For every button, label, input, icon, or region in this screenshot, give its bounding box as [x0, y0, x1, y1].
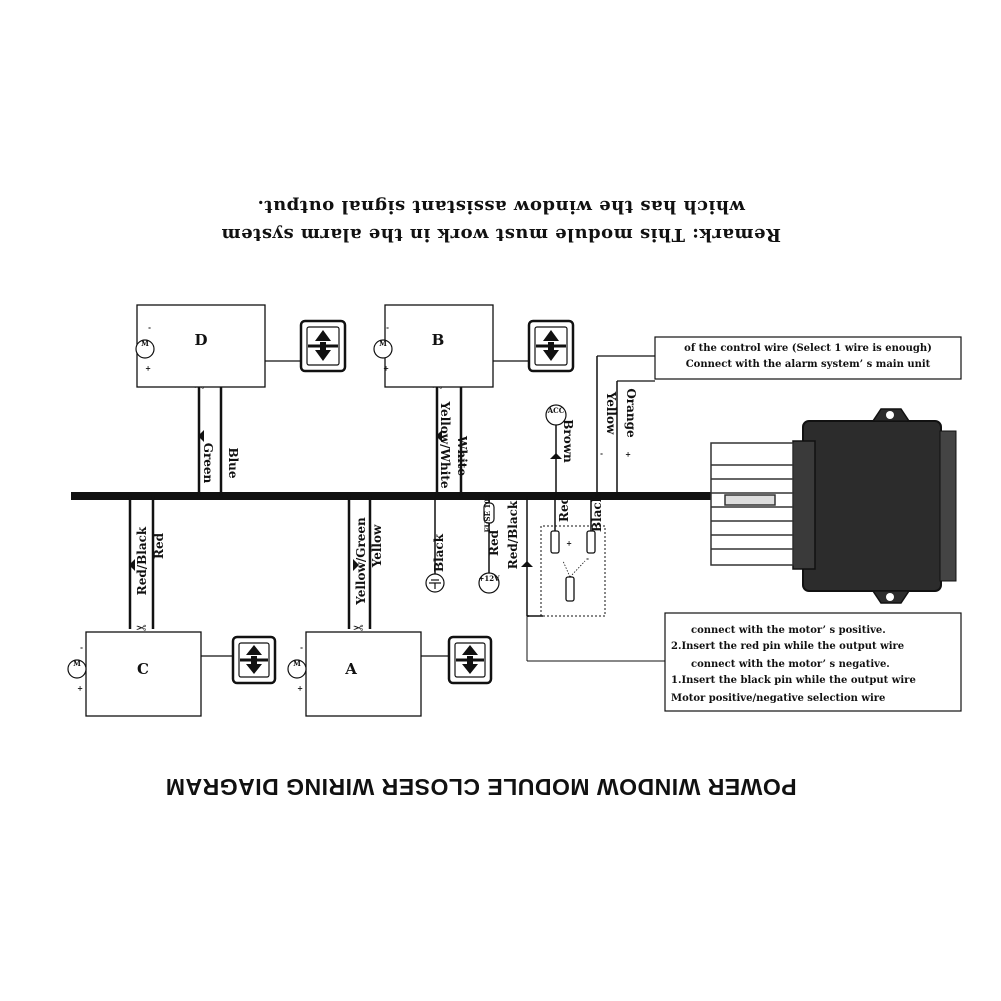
- wire-arrow: [353, 559, 359, 571]
- alarm-note-line1: Connect with the alarm system’ s main un…: [686, 359, 931, 370]
- motor-note-line3: connect with the motor’ s negative.: [691, 659, 890, 670]
- diagram-title: POWER WINDOW MODULE CLOSER WIRING DIAGRA…: [165, 774, 796, 800]
- pin-plus: +: [566, 539, 572, 548]
- window-letter-a: A: [344, 660, 357, 678]
- wire-label-d-right: Blue: [226, 447, 240, 478]
- pin-minus: -: [586, 555, 589, 564]
- wire-arrow: [436, 430, 442, 442]
- power-wire: FUSE 10A Red +12V: [478, 493, 501, 594]
- motor-note-box: Motor positive/negative selection wire 1…: [526, 612, 962, 712]
- motor-note-line4: 2.Insert the red pin while the output wi…: [671, 641, 904, 652]
- window-letter-b: B: [432, 331, 445, 349]
- alarm-note-line2: of the control wire (Select 1 wire is en…: [684, 343, 932, 354]
- motor-plus: +: [383, 364, 389, 373]
- remark: Remark: This module must work in the ala…: [221, 196, 781, 245]
- window-b-branch: Yellow/White White ✂ B M + -: [373, 304, 575, 496]
- ctrl-plus: +: [625, 450, 631, 459]
- fuse-icon: [483, 502, 495, 524]
- power-icon: [478, 572, 500, 594]
- wire-arrow: [198, 430, 204, 442]
- wire-label-brown: Brown: [561, 419, 575, 463]
- motor-note-line5: connect with the motor’ s positive.: [691, 625, 886, 636]
- motor-note-line2: 1.Insert the black pin while the output …: [671, 675, 916, 686]
- ctrl-minus: -: [600, 450, 603, 459]
- motor-plus: +: [77, 684, 83, 693]
- red-black-wire: Red/Black: [506, 496, 533, 617]
- motor-minus: -: [148, 324, 151, 333]
- acc-icon: [545, 404, 567, 426]
- window-c-branch: Red/Black Red ✂ C M + -: [67, 496, 277, 717]
- wire-arrow: [521, 561, 533, 567]
- remark-line2: which has the window assistant signal ou…: [257, 196, 746, 217]
- wire-label-a-right: Yellow: [370, 524, 384, 568]
- wire-label-red-power: Red: [487, 529, 501, 556]
- motor-minus: -: [80, 644, 83, 653]
- motor-minus: -: [300, 644, 303, 653]
- motor-icon-a: [287, 659, 307, 679]
- motor-icon-b: [373, 339, 393, 359]
- motor-label-d: M: [141, 339, 149, 348]
- wire-label-b-left: Yellow/White: [438, 401, 452, 489]
- wire-label-c-left: Red/Black: [135, 526, 149, 595]
- acc-label: ACC: [547, 406, 565, 415]
- window-box-a: [305, 631, 422, 717]
- alarm-control-wires: Yellow Orange - +: [596, 355, 655, 496]
- motor-plus: +: [297, 684, 303, 693]
- ground-wire: Black: [425, 496, 446, 593]
- module-connector: [710, 442, 794, 566]
- wire-label-orange-ctrl: Orange: [624, 388, 638, 438]
- polarity-selector: Red Black + -: [527, 493, 606, 617]
- power-label: +12V: [478, 574, 500, 583]
- motor-note-line1: Motor positive/negative selection wire: [671, 693, 885, 704]
- alarm-note-box: Connect with the alarm system’ s main un…: [654, 336, 962, 380]
- closer-module: [710, 408, 957, 604]
- motor-icon-d: [135, 339, 155, 359]
- window-box-b: [384, 304, 494, 388]
- wire-arrow: [129, 559, 135, 571]
- cut-mark: ✂: [135, 619, 146, 634]
- window-d-branch: Green Blue ✂ D M + -: [135, 304, 347, 496]
- window-box-d: [136, 304, 266, 388]
- wire-label-a-left: Yellow/Green: [354, 517, 368, 606]
- motor-label-c: M: [73, 659, 81, 668]
- motor-icon-c: [67, 659, 87, 679]
- fuse-label: FUSE 10A: [483, 493, 492, 533]
- window-box-c: [85, 631, 202, 717]
- window-a-branch: Yellow/Green Yellow ✂ A M + -: [287, 496, 493, 717]
- wire-label-c-right: Red: [152, 532, 166, 559]
- wire-label-yellow-ctrl: Yellow: [604, 391, 618, 435]
- acc-wire: Brown ACC: [545, 404, 575, 496]
- motor-plus: +: [145, 364, 151, 373]
- wire-arrow: [550, 453, 562, 459]
- motor-label-b: M: [379, 339, 387, 348]
- wire-label-red-black: Red/Black: [506, 500, 520, 569]
- wire-label-sel-black: Black: [590, 493, 604, 532]
- window-letter-d: D: [194, 331, 207, 349]
- window-letter-c: C: [137, 660, 149, 678]
- wire-label-black-ground: Black: [432, 533, 446, 572]
- black-pin: [586, 530, 596, 554]
- wire-label-d-left: Green: [201, 443, 215, 484]
- red-pin: [550, 530, 560, 554]
- wire-label-sel-red: Red: [557, 495, 571, 522]
- remark-line1: Remark: This module must work in the ala…: [221, 224, 781, 245]
- motor-label-a: M: [293, 659, 301, 668]
- cut-mark: ✂: [352, 619, 363, 634]
- socket-pin: [565, 576, 575, 602]
- motor-minus: -: [386, 324, 389, 333]
- wire-label-b-right: White: [455, 435, 469, 476]
